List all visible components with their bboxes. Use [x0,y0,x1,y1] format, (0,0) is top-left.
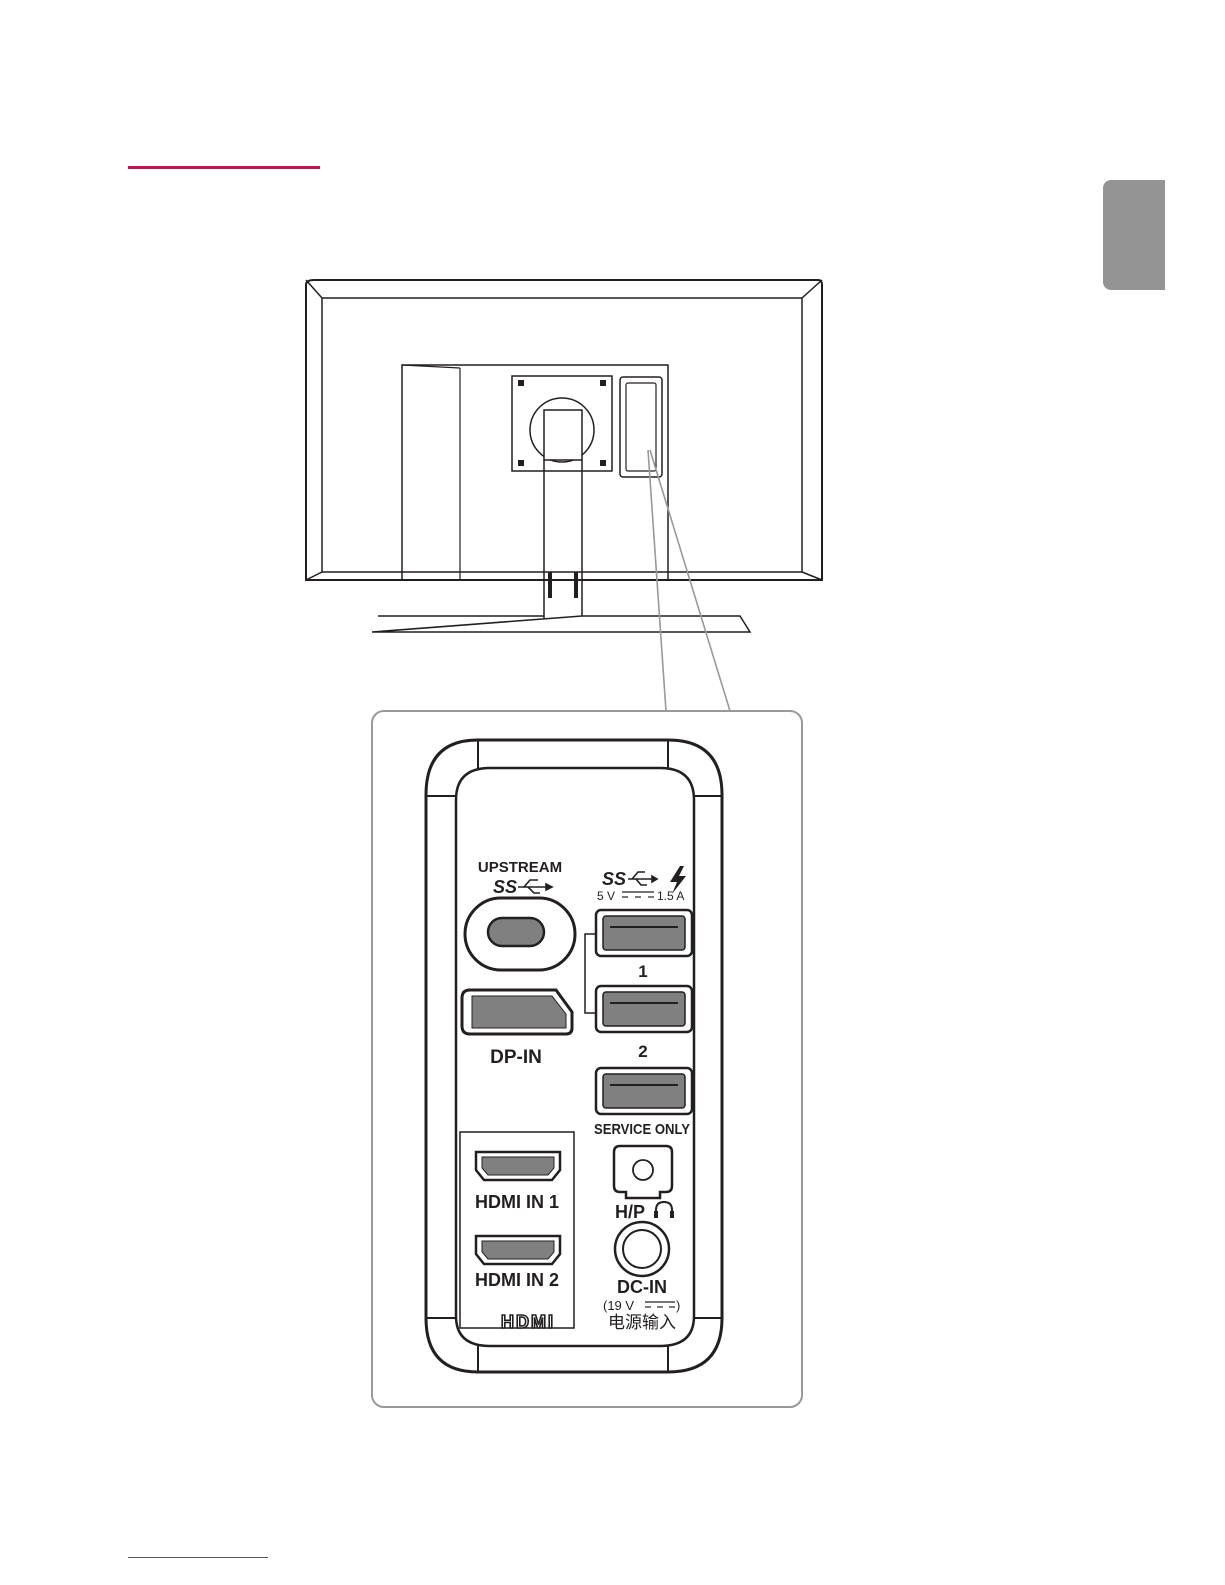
headphone-icon-right-cup [670,1211,674,1218]
dc-in-voltage: (19 V [603,1298,634,1313]
displayport-port[interactable] [462,990,572,1034]
dc-in-voltage-close: ) [676,1298,680,1313]
dc-in-label: DC-IN [617,1277,667,1297]
callout-box [372,711,802,1407]
service-only-label: SERVICE ONLY [594,1121,690,1138]
usb-port-1[interactable] [596,910,692,956]
headphone-label: H/P [615,1202,645,1222]
upstream-ss-logo: SS [493,877,517,897]
headphone-icon-left-cup [654,1211,658,1218]
hdmi-logo: HDMI [501,1312,555,1332]
hdmi-in-1-label: HDMI IN 1 [475,1192,559,1212]
upstream-label: UPSTREAM [478,859,562,876]
headphone-jack[interactable] [614,1146,672,1198]
dp-in-label: DP-IN [490,1047,542,1068]
usb-port-2[interactable] [596,986,692,1032]
usb-service-port[interactable] [596,1068,692,1114]
dc-in-port[interactable] [615,1222,669,1276]
usb-power-voltage: 5 V [597,889,615,903]
usb-port-1-label: 1 [638,962,647,981]
usb-c-upstream-port[interactable] [465,898,575,970]
usb-power-current: 1.5 A [657,889,684,903]
usb-ss-logo: SS [602,869,626,889]
usb-port-2-label: 2 [638,1042,647,1061]
hdmi-in-2-port[interactable] [476,1236,560,1264]
dc-in-chinese-label: 电源输入 [608,1313,676,1333]
hdmi-in-2-label: HDMI IN 2 [475,1270,559,1290]
hdmi-in-1-port[interactable] [476,1152,560,1180]
monitor-rear-view [306,280,822,632]
